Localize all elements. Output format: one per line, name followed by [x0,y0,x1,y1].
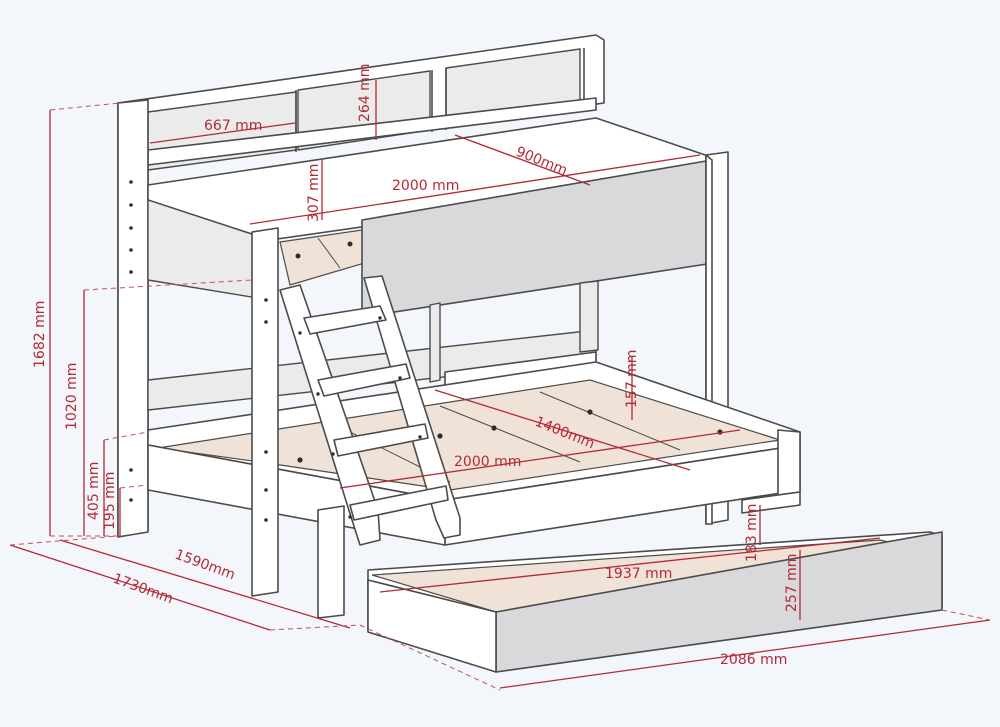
front-left-post [251,227,279,597]
label-top-bunk-length: 2000 mm [392,178,459,194]
label-depth-with-trundle: 1730mm [111,571,176,608]
label-lower-bunk-length: 2000 mm [454,454,521,470]
label-trundle-clearance: 183 mm [744,504,760,562]
dimension-labels: 667 mm 264 mm 900mm 307 mm 2000 mm 1682 … [32,64,800,668]
label-shelf-width: 667 mm [204,118,262,134]
left-back-post [117,99,149,538]
dimension-lines [9,80,991,691]
label-trundle-length: 1937 mm [605,566,672,582]
label-lower-rail-height: 157 mm [624,350,640,408]
label-guard-rail-height: 307 mm [306,164,322,222]
trundle-drawer [367,491,943,673]
label-lower-bed-height: 405 mm [86,462,102,520]
label-lower-base-height: 195 mm [102,472,118,530]
label-shelf-height: 264 mm [357,64,373,122]
ladder [279,275,461,546]
bed-drawing [117,34,943,673]
lower-bunk-slats [157,379,781,491]
label-overall-length: 2086 mm [720,652,787,668]
label-top-bunk-height: 1020 mm [64,363,80,430]
top-bunk-slats [279,229,369,286]
label-trundle-height: 257 mm [784,554,800,612]
label-total-height: 1682 mm [32,301,48,368]
front-corner-post [317,505,345,619]
